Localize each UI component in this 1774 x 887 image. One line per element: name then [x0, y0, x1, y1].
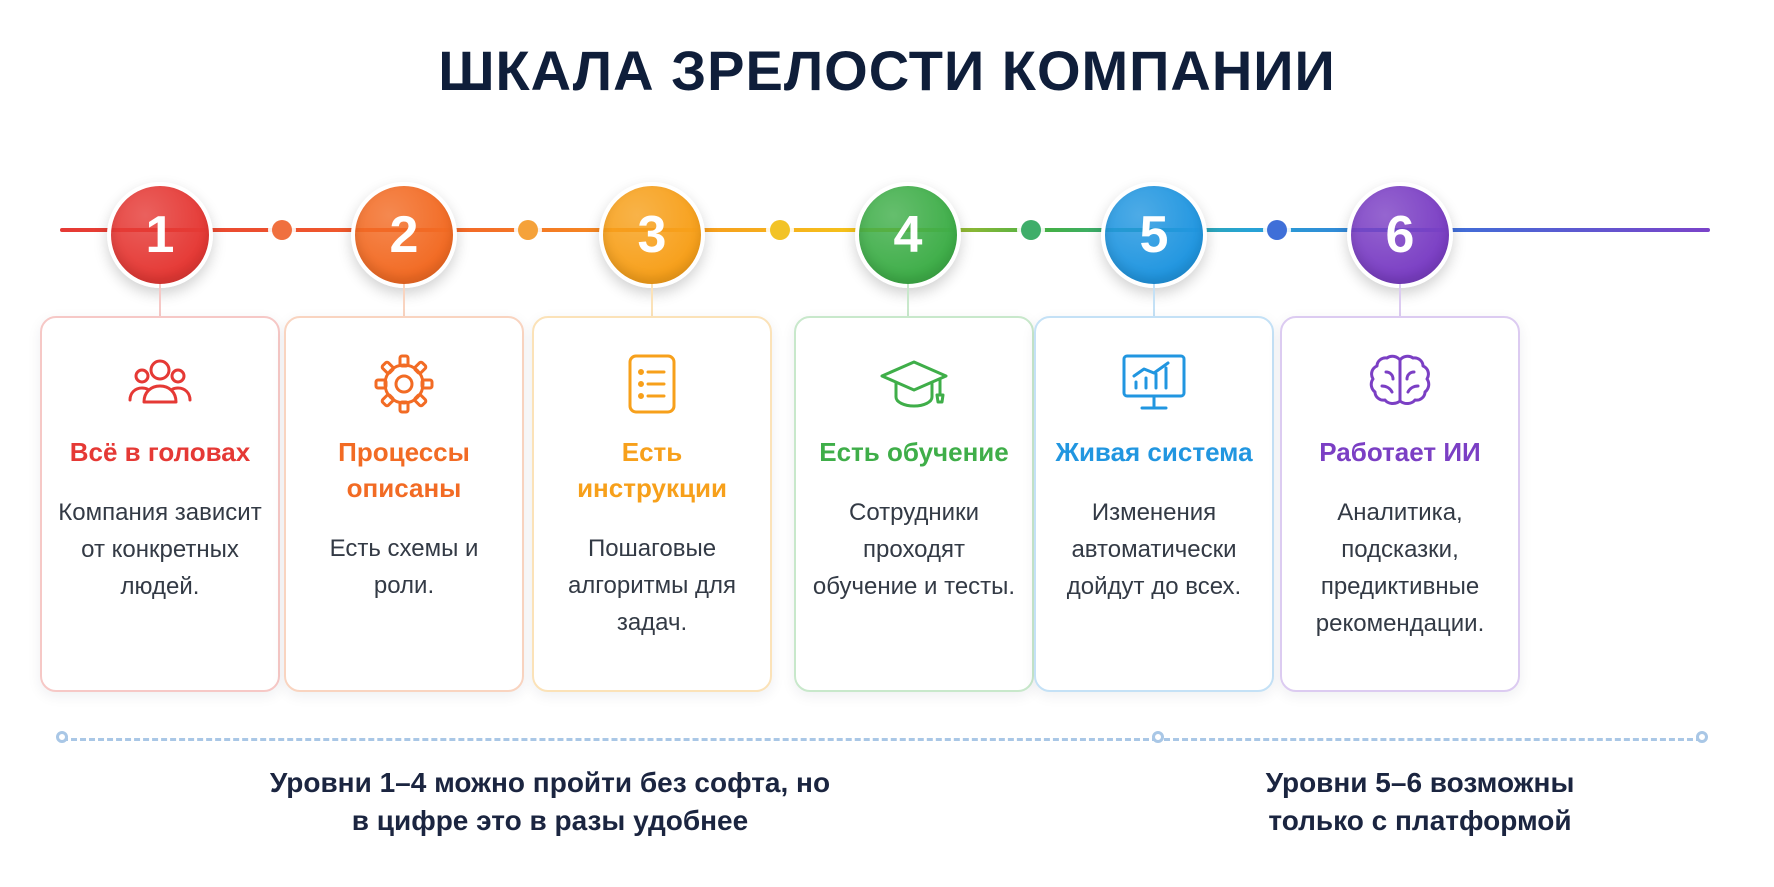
step-number-6: 6	[1347, 182, 1453, 288]
bracket-levels-5-6	[1164, 738, 1702, 741]
step-number-1: 1	[107, 182, 213, 288]
step-description: Пошаговые алгоритмы для задач.	[567, 535, 737, 636]
timeline-dot	[1021, 220, 1041, 240]
bracket-levels-1-4	[62, 738, 1158, 741]
timeline-dot	[518, 220, 538, 240]
step-description: Изменения автоматически дойдут до всех.	[1066, 499, 1242, 600]
step-connector	[403, 284, 405, 316]
gear-icon	[368, 348, 440, 420]
checklist-icon	[616, 348, 688, 420]
step-number-4: 4	[855, 182, 961, 288]
bracket-end-left	[56, 731, 68, 743]
step-number-2: 2	[351, 182, 457, 288]
step-title: Процессы описаны	[338, 437, 470, 503]
step-title: Живая система	[1055, 437, 1253, 467]
brain-icon	[1364, 348, 1436, 420]
timeline-dot	[272, 220, 292, 240]
step-card-6: Работает ИИ Аналитика, подсказки, предикт…	[1280, 316, 1520, 692]
bracket-end-right	[1696, 731, 1708, 743]
step-title: Всё в головах	[69, 437, 251, 467]
timeline-dot	[770, 220, 790, 240]
step-description: Сотрудники проходят обучение и тесты.	[812, 499, 1016, 600]
note-levels-5-6: Уровни 5–6 возможны только с платформой	[1265, 767, 1575, 836]
step-description: Компания зависит от конкретных людей.	[58, 499, 262, 600]
step-description: Есть схемы и роли.	[329, 535, 479, 599]
step-number-3: 3	[599, 182, 705, 288]
step-description: Аналитика, подсказки, предиктивные реком…	[1315, 499, 1485, 637]
step-connector	[651, 284, 653, 316]
timeline-dot	[1267, 220, 1287, 240]
step-connector	[1153, 284, 1155, 316]
graduation-cap-icon	[878, 348, 950, 420]
step-title: Работает ИИ	[1319, 437, 1481, 467]
step-connector	[907, 284, 909, 316]
step-connector	[1399, 284, 1401, 316]
step-title: Есть инструкции	[577, 437, 727, 503]
bracket-divider	[1152, 731, 1164, 743]
note-levels-1-4: Уровни 1–4 можно пройти без софта, но в …	[269, 767, 831, 836]
step-connector	[159, 284, 161, 316]
step-number-5: 5	[1101, 182, 1207, 288]
step-title: Есть обучение	[819, 437, 1009, 467]
page-title: ШКАЛА ЗРЕЛОСТИ КОМПАНИИ	[438, 39, 1336, 102]
monitor-chart-icon	[1118, 348, 1190, 420]
users-icon	[124, 348, 196, 420]
